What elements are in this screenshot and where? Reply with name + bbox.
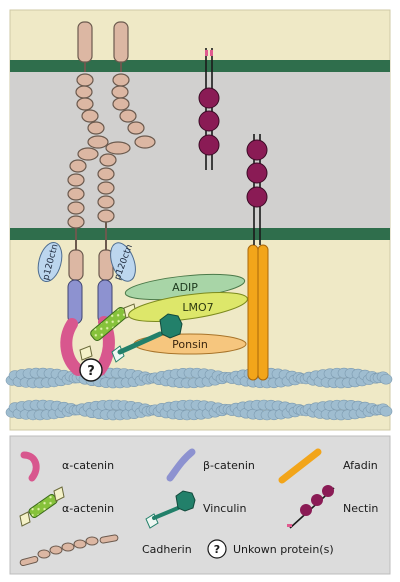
legend-label-alpha-actenin: α-actenin xyxy=(62,502,114,515)
legend-unknown-symbol: ? xyxy=(214,543,220,556)
alpha-catenin-legend-icon xyxy=(20,451,40,482)
vinculin-legend-icon xyxy=(145,490,196,529)
legend-label-vinculin: Vinculin xyxy=(203,502,246,515)
legend-cadherin: Cadherin xyxy=(19,534,192,567)
unknown-legend-icon xyxy=(207,539,227,559)
legend-alpha-catenin: α-catenin xyxy=(20,451,114,482)
lmo7: LMO7 xyxy=(128,291,248,323)
nectin-legend-icon xyxy=(287,485,335,529)
cadherin-legend-icon xyxy=(19,534,119,567)
afadin xyxy=(247,244,269,381)
unknown-protein-symbol: ? xyxy=(87,364,95,379)
alpha-catenin-left xyxy=(60,318,84,376)
legend-label-nectin: Nectin xyxy=(343,502,378,515)
legend-label-afadin: Afadin xyxy=(343,459,378,472)
cadherin-left xyxy=(67,21,109,281)
ponsin-label: Ponsin xyxy=(172,338,208,351)
legend-afadin: Afadin xyxy=(278,448,378,484)
actin-bead xyxy=(379,373,393,385)
ponsin: Ponsin xyxy=(133,333,247,355)
legend-beta-catenin: β-catenin xyxy=(166,448,255,482)
nectin-lower xyxy=(246,134,268,245)
legend-label-cadherin: Cadherin xyxy=(142,543,192,556)
legend-alpha-actenin: α-actenin xyxy=(19,486,114,527)
actin-filament-upper xyxy=(5,367,393,389)
nectin-upper xyxy=(198,48,220,170)
legend-panel xyxy=(9,435,391,575)
beta-catenin-legend-icon xyxy=(166,448,196,482)
actin-bead xyxy=(379,405,393,417)
unknown-protein: ? xyxy=(79,358,103,382)
actin-filament-lower xyxy=(5,399,393,421)
p120-left: p120ctn xyxy=(37,241,63,283)
legend-unknown: ? Unkown protein(s) xyxy=(207,539,334,559)
lower-membrane xyxy=(10,228,390,240)
afadin-legend-icon xyxy=(278,448,322,484)
p120-right: p120ctn xyxy=(110,242,136,282)
alpha-actenin-legend-icon xyxy=(19,486,65,527)
upper-membrane xyxy=(10,60,390,72)
adip-label: ADIP xyxy=(172,281,198,294)
legend-label-beta-catenin: β-catenin xyxy=(203,459,255,472)
legend-label-unknown: Unkown protein(s) xyxy=(233,543,334,556)
legend-vinculin: Vinculin xyxy=(145,490,246,529)
vinculin xyxy=(111,313,183,363)
beta-catenin-left xyxy=(67,279,83,325)
legend-label-alpha-catenin: α-catenin xyxy=(62,459,114,472)
legend-nectin: Nectin xyxy=(287,485,378,529)
lmo7-label: LMO7 xyxy=(182,301,213,314)
